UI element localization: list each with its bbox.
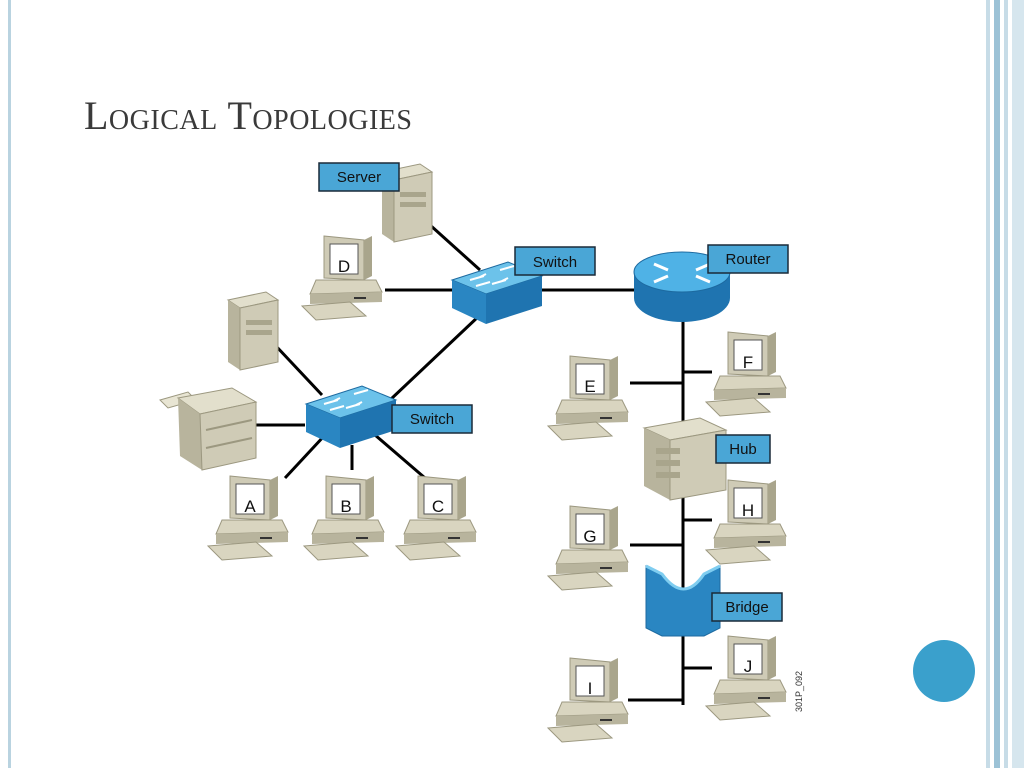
svg-text:Router: Router bbox=[725, 251, 770, 268]
svg-text:G: G bbox=[583, 527, 596, 546]
svg-text:I: I bbox=[588, 679, 593, 698]
bridge-icon bbox=[645, 564, 721, 637]
pc-h: H bbox=[705, 479, 787, 565]
pc-j: J bbox=[705, 635, 787, 721]
svg-text:Switch: Switch bbox=[533, 254, 577, 271]
svg-text:C: C bbox=[432, 497, 444, 516]
switch-left-label: Switch bbox=[391, 404, 473, 434]
network-links bbox=[255, 223, 712, 705]
hub-label: Hub bbox=[715, 434, 771, 464]
svg-text:Hub: Hub bbox=[729, 441, 757, 458]
storage-server-icon bbox=[227, 291, 279, 371]
pc-b: B bbox=[303, 475, 385, 561]
bridge-label: Bridge bbox=[711, 592, 783, 622]
svg-text:A: A bbox=[244, 497, 256, 516]
pc-g: G bbox=[547, 505, 629, 591]
svg-text:Server: Server bbox=[337, 169, 381, 186]
svg-text:E: E bbox=[584, 377, 595, 396]
accent-circle bbox=[913, 640, 975, 702]
server-label: Server bbox=[318, 162, 400, 192]
pc-i: I bbox=[547, 657, 629, 743]
svg-text:D: D bbox=[338, 257, 350, 276]
svg-text:H: H bbox=[742, 501, 754, 520]
svg-text:Bridge: Bridge bbox=[725, 599, 768, 616]
slide-right-border bbox=[978, 0, 1024, 768]
slide-left-border bbox=[8, 0, 11, 768]
pc-a: A bbox=[207, 475, 289, 561]
switch-left-icon bbox=[305, 385, 397, 449]
slide-title: Logical Topologies bbox=[84, 93, 413, 138]
hub-icon bbox=[642, 417, 728, 501]
router-label: Router bbox=[707, 244, 789, 274]
pc-d: D bbox=[301, 235, 383, 321]
printer-icon bbox=[159, 387, 258, 471]
pc-f: F bbox=[705, 331, 787, 417]
svg-text:F: F bbox=[743, 353, 753, 372]
svg-text:B: B bbox=[340, 497, 351, 516]
svg-text:J: J bbox=[744, 657, 753, 676]
switch-top-label: Switch bbox=[514, 246, 596, 276]
pc-c: C bbox=[395, 475, 477, 561]
pc-e: E bbox=[547, 355, 629, 441]
figure-code: 301P_092 bbox=[794, 671, 804, 712]
svg-text:Switch: Switch bbox=[410, 411, 454, 428]
